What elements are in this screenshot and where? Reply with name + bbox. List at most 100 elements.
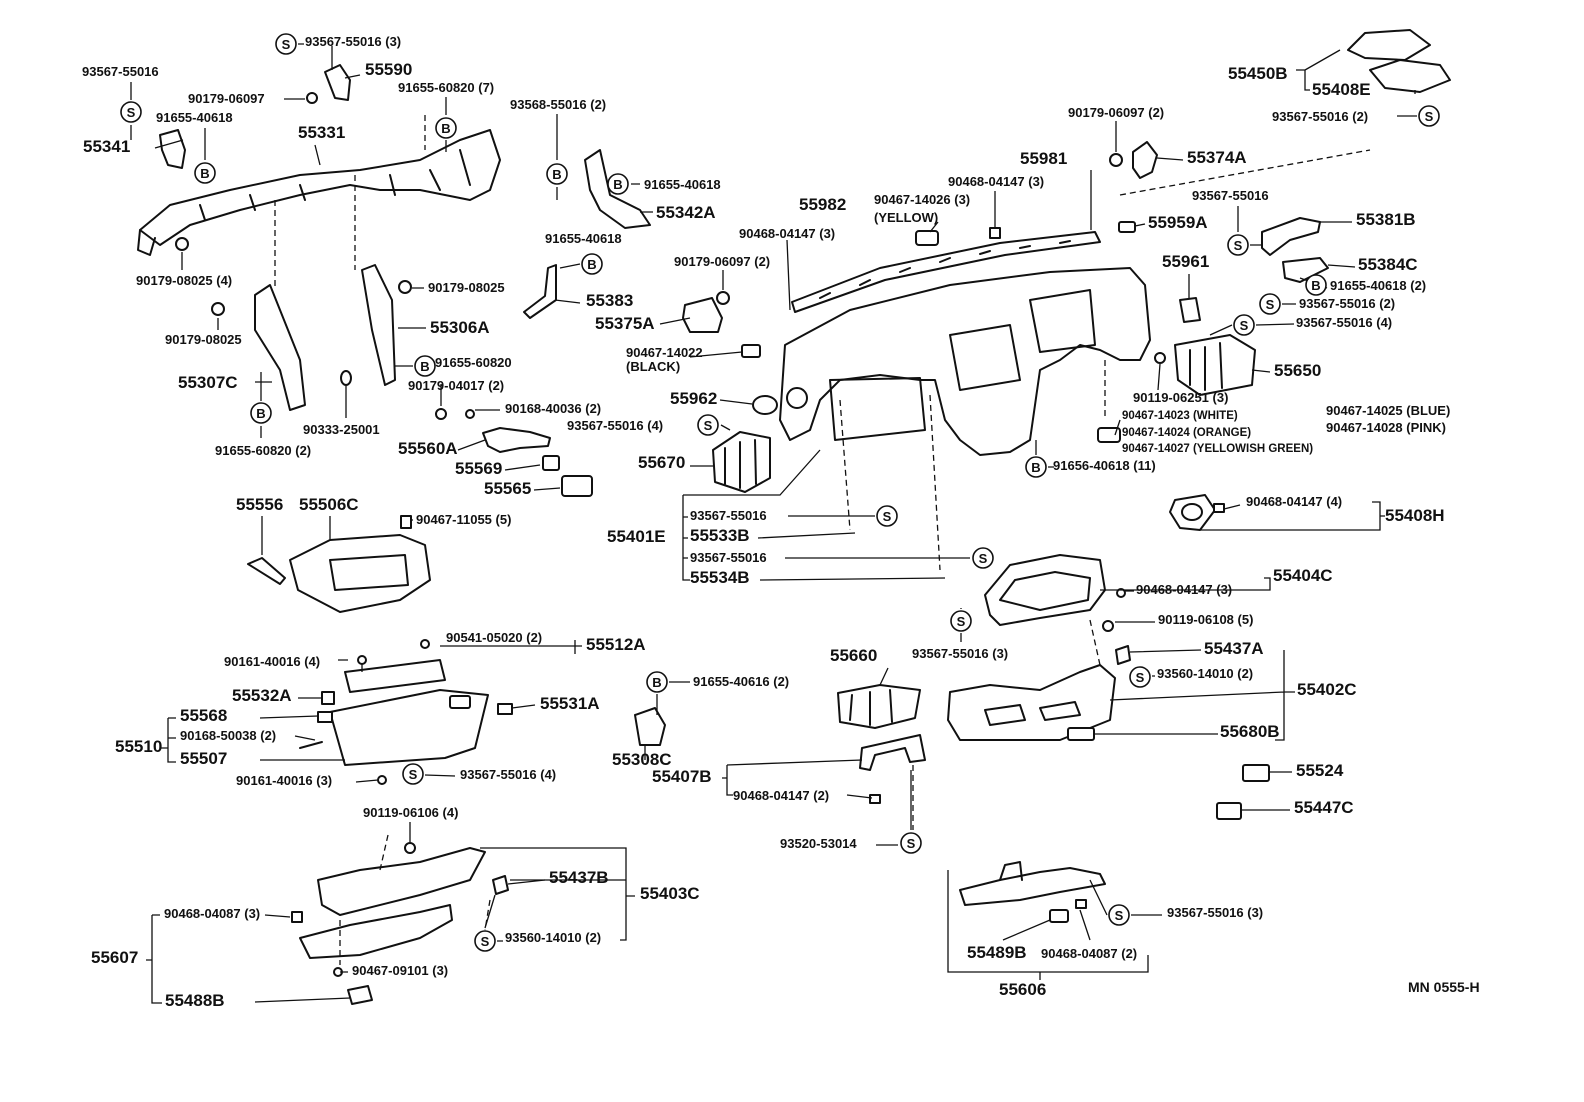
glove-compartment-door [329,689,489,766]
part-label: 90179-06097 [188,91,265,106]
marker-letter: B [587,257,596,272]
part-label: 90179-06097 (2) [1068,105,1164,120]
part-label: 55534B [690,568,750,587]
bracket-55374a [1132,141,1158,179]
marker-circle [120,101,142,123]
part-label: 90541-05020 (2) [446,630,542,645]
part-label: 90179-08025 (4) [136,273,232,288]
marker-circle [546,163,568,185]
marker-s: S [1227,234,1249,256]
marker-circle [607,173,629,195]
part-label: 55408H [1385,506,1445,525]
cover-55408h [1169,494,1216,531]
marker-b: B [546,163,568,185]
part-label: 90468-04087 (2) [1041,946,1137,961]
part-label: 55607 [91,948,138,967]
part-label: 90467-11055 (5) [416,512,511,527]
marker-s: S [120,101,142,123]
part-label: 55512A [586,635,646,654]
part-label: 55533B [690,526,750,545]
marker-letter: S [1266,297,1275,312]
part-label: 55531A [540,694,600,713]
marker-circle [1233,314,1255,336]
marker-letter: S [907,836,916,851]
vent-55962 [752,395,778,415]
part-label: 90179-08025 [428,280,505,295]
part-label: 55532A [232,686,292,705]
bracket-55341 [159,129,186,169]
plug-55524 [1242,764,1270,782]
part-label: 91655-60820 [435,355,512,370]
marker-b: B [194,162,216,184]
part-label: 55381B [1356,210,1416,229]
marker-b: B [435,117,457,139]
part-label: 90179-04017 (2) [408,378,504,393]
brace-55307c [254,284,306,411]
part-label: 55374A [1187,148,1247,167]
marker-letter: B [613,177,622,192]
marker-s: S [275,33,297,55]
marker-letter: S [1425,109,1434,124]
part-label: 55437B [549,868,609,887]
part-label: 90467-14028 (PINK) [1326,420,1446,435]
part-label: 55524 [1296,761,1344,780]
part-label: 55342A [656,203,716,222]
part-label: 55408E [1312,80,1371,99]
bracket-55383 [523,264,557,319]
marker-letter: S [883,509,892,524]
vent-55961 [1179,297,1201,323]
bracket-55407b [859,734,926,771]
part-label: 93567-55016 (4) [567,418,663,433]
parts-drawings [137,29,1451,1005]
part-label: 93567-55016 (3) [912,646,1008,661]
marker-letter: B [441,121,450,136]
part-label: 93567-55016 (2) [1272,109,1368,124]
bracket-55590 [324,64,351,101]
part-label: 55650 [1274,361,1321,380]
marker-letter: B [256,406,265,421]
part-label: 90468-04147 (3) [948,174,1044,189]
part-label: 93567-55016 [690,508,767,523]
marker-circle [697,414,719,436]
part-label: 55506C [299,495,359,514]
part-label: 93567-55016 [1192,188,1269,203]
defroster-nozzle-55982 [791,231,1101,313]
part-label: 90179-08025 [165,332,242,347]
marker-circle [402,763,424,785]
marker-s: S [474,930,496,952]
part-label: 93567-55016 (4) [460,767,556,782]
part-label: 55959A [1148,213,1208,232]
lower-panel-55402c [947,664,1116,741]
marker-s: S [876,505,898,527]
marker-letter: S [1240,318,1249,333]
marker-letter: B [652,675,661,690]
marker-letter: S [1234,238,1243,253]
glove-box-hinge [344,659,446,693]
part-label: 91655-60820 (2) [215,443,311,458]
glove-box-door [289,534,431,613]
marker-letter: B [1311,278,1320,293]
marker-circle [972,547,994,569]
part-label: 93568-55016 (2) [510,97,606,112]
part-label: 55308C [612,750,672,769]
marker-circle [581,253,603,275]
marker-letter: S [1136,670,1145,685]
marker-s: S [1108,904,1130,926]
part-label: 91655-40618 [156,110,233,125]
part-label: 90468-04147 (4) [1246,494,1342,509]
part-label: 93567-55016 [82,64,159,79]
part-label: 93560-14010 (2) [1157,666,1253,681]
part-label: 90467-14022 [626,345,703,360]
part-label: 55568 [180,706,227,725]
part-label: 55437A [1204,639,1264,658]
part-label: 93567-55016 (3) [305,34,401,49]
marker-letter: B [552,167,561,182]
part-label: (YELLOW) [874,210,938,225]
marker-circle [474,930,496,952]
part-label: 55402C [1297,680,1357,699]
part-label: 93567-55016 (2) [1299,296,1395,311]
marker-letter: B [1031,460,1040,475]
bracket-55375a [682,297,723,333]
part-label: 55660 [830,646,877,665]
